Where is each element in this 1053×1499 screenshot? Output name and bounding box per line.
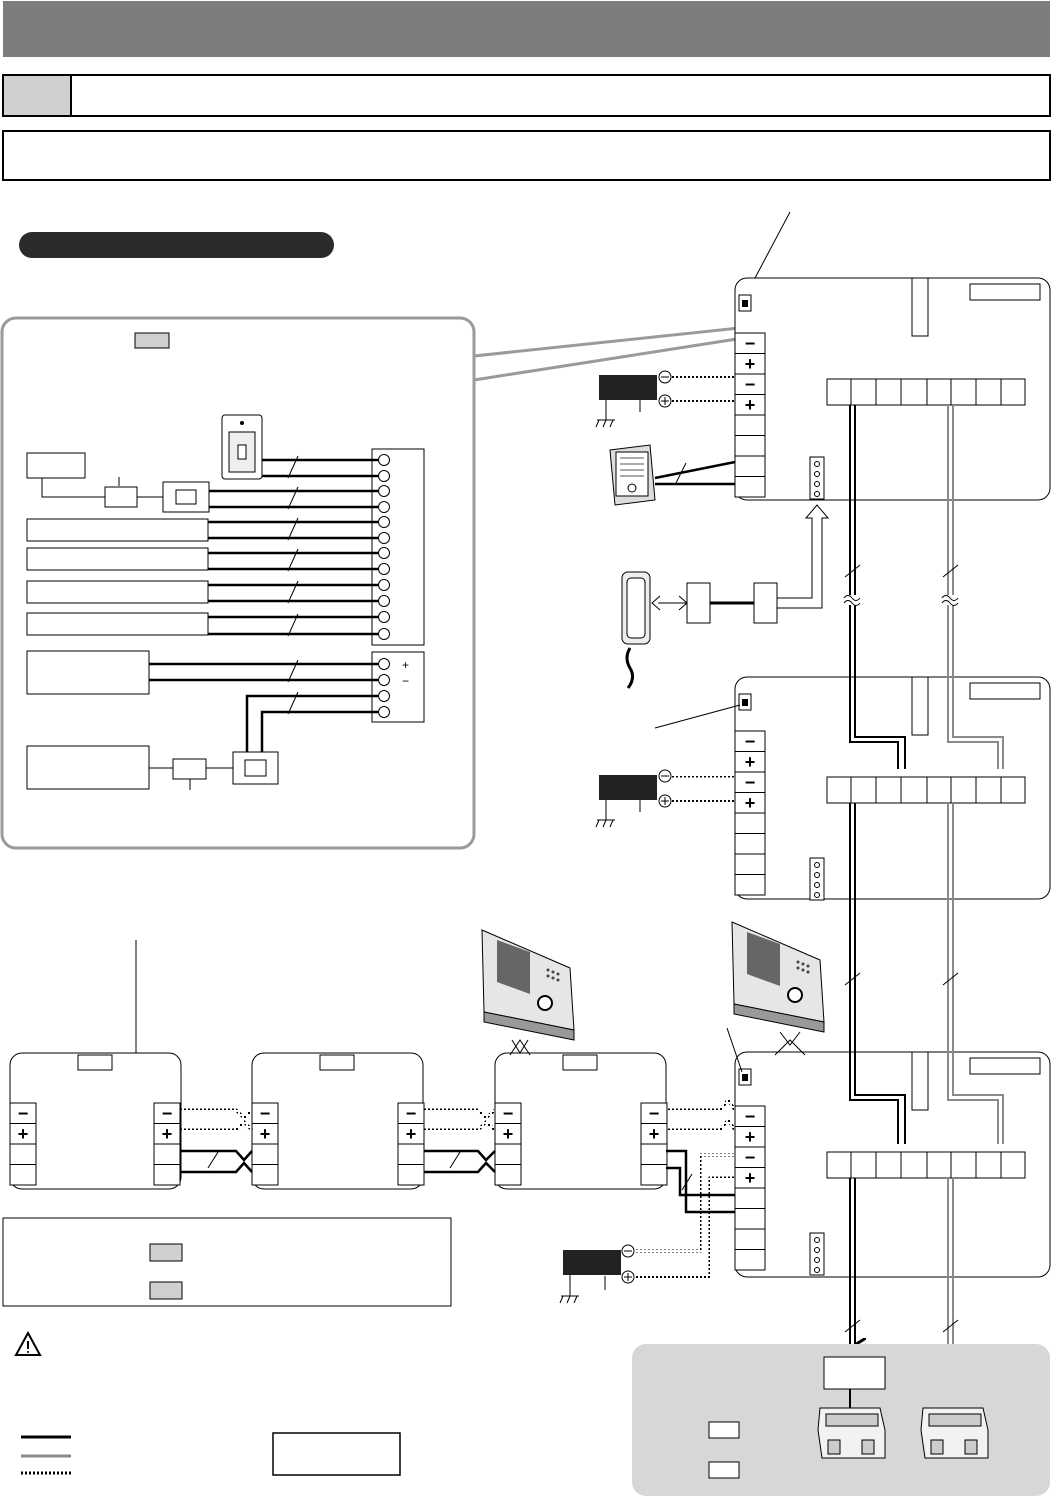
legend-box: [272, 1432, 401, 1476]
device-bar-3: [26, 580, 209, 604]
minus-sign: −: [745, 731, 756, 751]
header-bar: [3, 1, 1050, 57]
adaptor-box-4: [753, 582, 778, 624]
note-gray-box-2: [149, 1281, 183, 1300]
terminal-cell: [9, 1164, 37, 1186]
gray-highlight-box: [134, 332, 170, 349]
power-supply-icon-2: [595, 769, 735, 828]
terminal-cell: [734, 1208, 766, 1230]
terminal-cell: [734, 1228, 766, 1250]
device-bar-1: [26, 518, 209, 542]
terminal-cell: [153, 1143, 181, 1165]
terminal-cell: [397, 1143, 425, 1165]
minus-sign: −: [649, 1103, 660, 1123]
terminal-cell: [734, 414, 766, 436]
unit-bus-terminals: [826, 378, 1026, 1179]
device-bar-4: [26, 612, 209, 636]
minus-sign: −: [745, 1106, 756, 1126]
handset-icon: [621, 571, 651, 689]
monitor-station-icon-2: [731, 921, 825, 1046]
adaptor-icon-2: [920, 1407, 989, 1459]
section-number-box: [2, 74, 72, 117]
left-panel-wires: [149, 458, 378, 752]
pill-title: [19, 232, 334, 258]
minus-sign: −: [18, 1103, 29, 1123]
sub-unit-2: [251, 1052, 424, 1190]
minus-sign: −: [162, 1103, 173, 1123]
door-station-icon: [609, 444, 736, 506]
terminal-screws: [378, 454, 390, 640]
terminal-cell: [734, 476, 766, 498]
adaptor-box-2: [172, 758, 207, 780]
plus-sign: +: [745, 752, 756, 772]
unit-connectors: [809, 456, 825, 1276]
terminal-cell: [153, 1164, 181, 1186]
warning-icon: [14, 1330, 42, 1356]
terminal-plus-label: +: [402, 658, 409, 672]
sub-unit-wires: [181, 1097, 737, 1214]
relay-box-2: [232, 751, 279, 785]
minus-sign: −: [745, 1147, 756, 1167]
terminal-cell: [9, 1143, 37, 1165]
plus-sign: +: [260, 1124, 271, 1144]
power-supply-icon: [595, 370, 735, 428]
plus-sign: +: [745, 395, 756, 415]
terminal-cell: [251, 1164, 279, 1186]
terminal-cell: [397, 1164, 425, 1186]
device-bar-2: [26, 547, 209, 571]
device-box-1: [26, 452, 86, 479]
minus-sign: −: [503, 1103, 514, 1123]
terminal-cell: [251, 1143, 279, 1165]
sub-unit-1: [9, 1052, 182, 1190]
terminal-cell: [734, 812, 766, 834]
device-box-3: [26, 745, 150, 790]
adaptor-icon: [817, 1407, 886, 1459]
sub-unit-terminal-columns: −+−+−+−+−+−+: [9, 1102, 668, 1186]
plus-sign: +: [162, 1124, 173, 1144]
terminal-cell: [734, 1187, 766, 1209]
plus-sign: +: [503, 1124, 514, 1144]
plus-sign: +: [649, 1124, 660, 1144]
subheading-box: [2, 130, 1051, 181]
adaptor-box-3: [686, 582, 711, 624]
adaptor-box-1: [104, 486, 138, 508]
note-box: [2, 1217, 452, 1307]
terminal-cell: [494, 1164, 522, 1186]
minus-sign: −: [260, 1103, 271, 1123]
switch-plate-icon: [221, 414, 263, 480]
terminal-minus-label: −: [402, 674, 409, 688]
minus-sign: −: [745, 772, 756, 792]
plus-sign: +: [745, 1127, 756, 1147]
device-box-2: [26, 650, 150, 695]
terminal-cell: [734, 833, 766, 855]
minus-sign: −: [745, 333, 756, 353]
terminal-cell: [734, 455, 766, 477]
terminal-cell: [734, 853, 766, 875]
terminal-cell: [494, 1143, 522, 1165]
plus-sign: +: [745, 1168, 756, 1188]
plus-sign: +: [745, 354, 756, 374]
section-title-frame: [2, 74, 1051, 117]
note-gray-box-1: [149, 1243, 183, 1262]
terminal-cell: [734, 874, 766, 896]
power-supply-icon-3: [559, 1153, 735, 1304]
option-detail-panel: [0, 316, 476, 850]
plus-sign: +: [745, 793, 756, 813]
unit-terminal-columns: −+−+−+−+−+−+: [734, 332, 766, 1271]
minus-sign: −: [406, 1103, 417, 1123]
line-legend: [21, 1435, 71, 1475]
minus-sign: −: [745, 374, 756, 394]
terminal-cell: [734, 1249, 766, 1271]
terminal-cell: [640, 1143, 668, 1165]
plus-sign: +: [18, 1124, 29, 1144]
terminal-cell: [734, 435, 766, 457]
plus-sign: +: [406, 1124, 417, 1144]
monitor-station-icon: [481, 929, 575, 1054]
terminal-cell: [640, 1164, 668, 1186]
adaptor-panel-box: [823, 1356, 886, 1390]
